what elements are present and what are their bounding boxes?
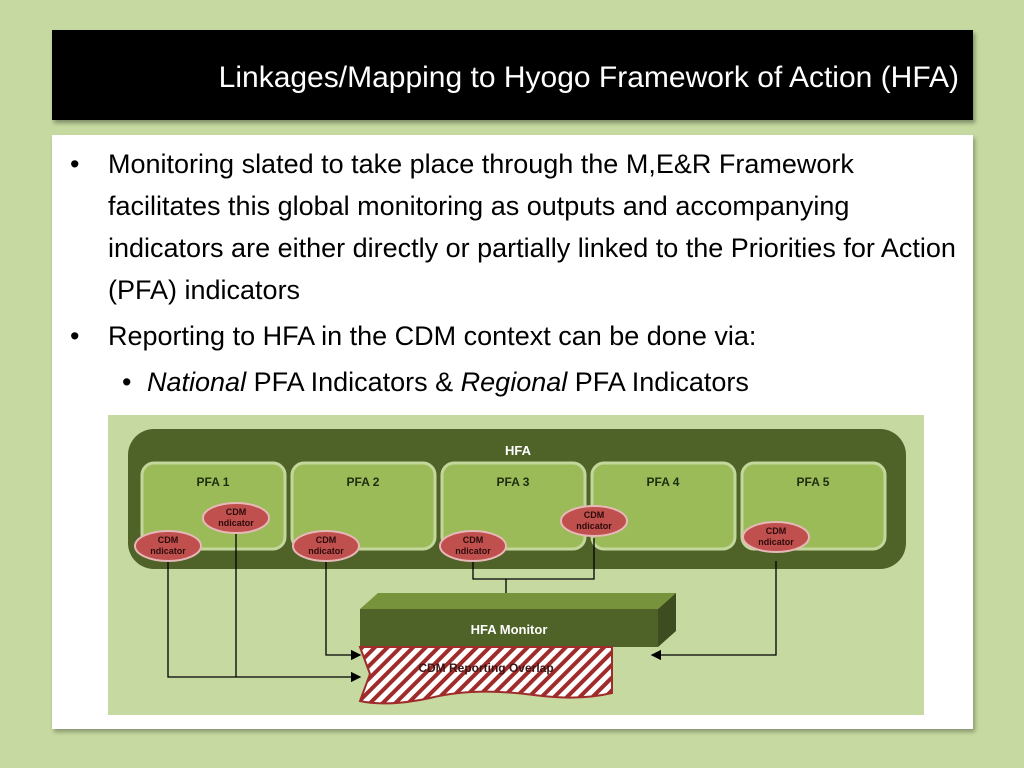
svg-text:ndicator: ndicator [308,546,344,556]
cdm-indicator-oval: CDM ndicator [202,502,270,534]
regional-label: Regional [460,367,568,397]
svg-text:CDM: CDM [463,535,484,545]
cdm-indicator-oval: CDM ndicator [742,521,810,553]
svg-text:ndicator: ndicator [455,546,491,556]
svg-text:ndicator: ndicator [576,521,612,531]
bullet-marker: • [122,367,132,397]
pfa-label: PFA 3 [497,475,530,489]
bullet-list: • Monitoring slated to take place throug… [60,143,965,403]
cdm-indicator-oval: CDM ndicator [134,530,202,562]
slide-title: Linkages/Mapping to Hyogo Framework of A… [218,61,959,94]
hfa-monitor-label: HFA Monitor [471,622,548,637]
title-bar: Linkages/Mapping to Hyogo Framework of A… [52,30,973,120]
svg-text:CDM: CDM [316,535,337,545]
pfa-box-2: PFA 2 [290,461,437,551]
pfa-label: PFA 4 [647,475,680,489]
sub-bullet-item: • National PFA Indicators & Regional PFA… [60,361,965,403]
bullet-marker: • [70,149,80,179]
svg-text:CDM: CDM [584,510,605,520]
overlap-label: CDM Reporting Overlap [418,661,553,675]
svg-text:CDM: CDM [158,535,179,545]
cdm-reporting-overlap: CDM Reporting Overlap [358,646,613,705]
cdm-indicator-oval: CDM ndicator [292,530,360,562]
bullet-item: • Monitoring slated to take place throug… [60,143,965,311]
content-panel: • Monitoring slated to take place throug… [52,135,973,729]
bullet-marker: • [70,321,80,351]
hfa-monitor-box: HFA Monitor [360,593,676,647]
pfa-label: PFA 5 [797,475,830,489]
bullet-item: • Reporting to HFA in the CDM context ca… [60,315,965,357]
hfa-label: HFA [505,443,532,458]
svg-text:ndicator: ndicator [150,546,186,556]
hfa-diagram-svg: HFA PFA 1 PFA 2 PFA 3 PFA 4 PFA 5 [108,415,924,715]
svg-text:ndicator: ndicator [218,518,254,528]
sub-bullet-text-end: PFA Indicators [567,367,749,397]
pfa-box-4: PFA 4 [590,461,737,551]
svg-text:ndicator: ndicator [758,537,794,547]
svg-text:CDM: CDM [226,507,247,517]
national-label: National [147,367,247,397]
bullet-text: Monitoring slated to take place through … [108,149,956,305]
pfa-label: PFA 2 [347,475,380,489]
svg-text:CDM: CDM [766,526,787,536]
hfa-diagram: HFA PFA 1 PFA 2 PFA 3 PFA 4 PFA 5 [108,415,924,715]
cdm-indicator-oval: CDM ndicator [439,530,507,562]
cdm-indicator-oval: CDM ndicator [560,505,628,537]
sub-bullet-text: PFA Indicators & [246,367,461,397]
bullet-text: Reporting to HFA in the CDM context can … [108,321,757,351]
pfa-label: PFA 1 [197,475,230,489]
